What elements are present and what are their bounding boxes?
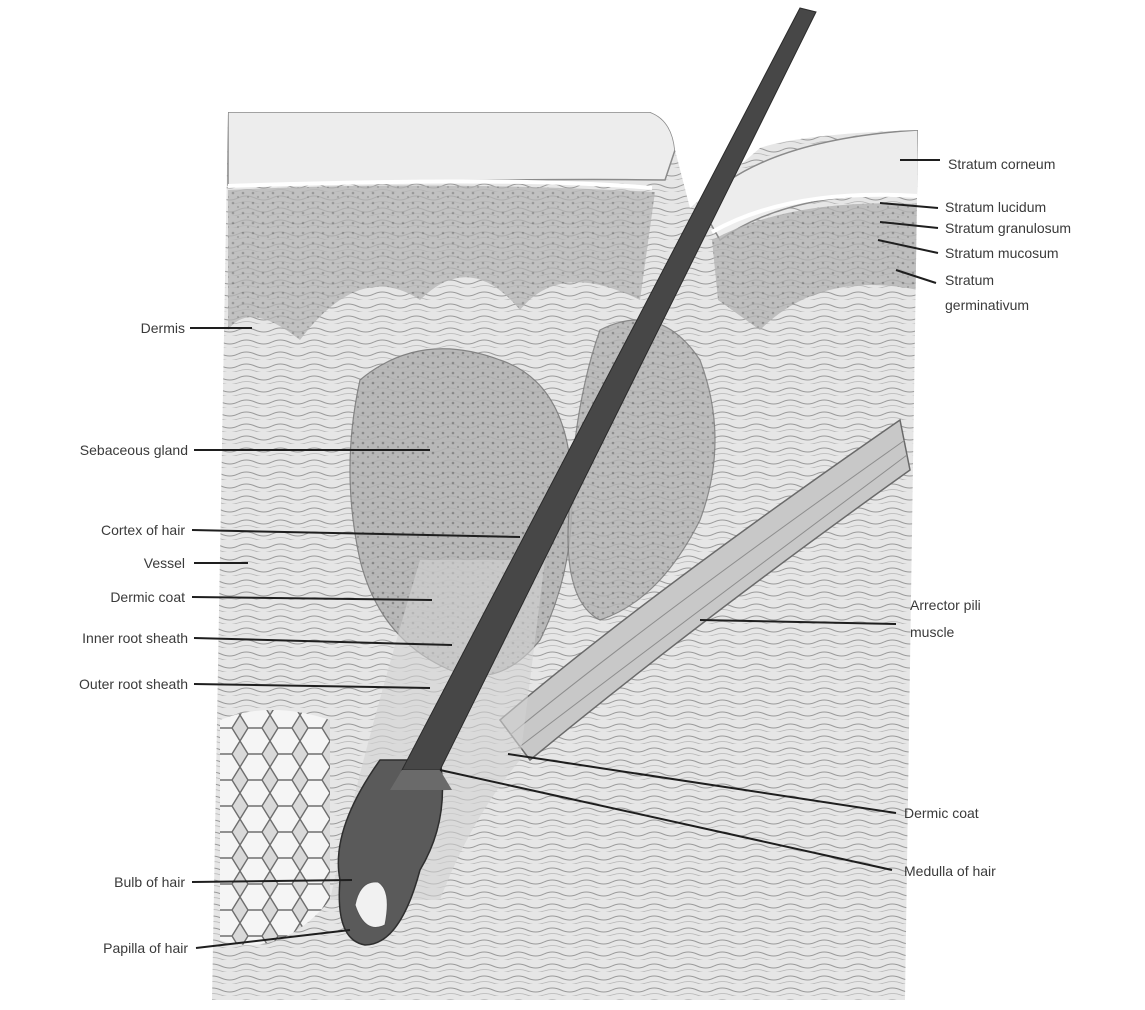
label-stratum-germinativum-line2: germinativum	[945, 297, 1029, 313]
label-dermic-coat-left: Dermic coat	[110, 589, 185, 605]
label-stratum-mucosum: Stratum mucosum	[945, 245, 1059, 261]
right-labels: Stratum corneum Stratum lucidum Stratum …	[904, 156, 1071, 879]
label-dermis: Dermis	[141, 320, 185, 336]
label-outer-root-sheath: Outer root sheath	[79, 676, 188, 692]
label-stratum-granulosum: Stratum granulosum	[945, 220, 1071, 236]
stratum-corneum-left-band	[228, 112, 675, 185]
label-medulla-of-hair: Medulla of hair	[904, 863, 996, 879]
left-labels: Dermis Sebaceous gland Cortex of hair Ve…	[79, 320, 188, 956]
adipose-cells	[220, 710, 330, 945]
label-sebaceous-gland: Sebaceous gland	[80, 442, 188, 458]
label-arrector-pili-line1: Arrector pili	[910, 597, 981, 613]
label-dermic-coat-right: Dermic coat	[904, 805, 979, 821]
label-inner-root-sheath: Inner root sheath	[82, 630, 188, 646]
label-bulb-of-hair: Bulb of hair	[114, 874, 185, 890]
label-arrector-pili-line2: muscle	[910, 624, 955, 640]
label-stratum-germinativum-line1: Stratum	[945, 272, 994, 288]
label-vessel: Vessel	[144, 555, 185, 571]
label-stratum-lucidum: Stratum lucidum	[945, 199, 1046, 215]
skin-tissue-block	[200, 100, 930, 1010]
label-cortex-of-hair: Cortex of hair	[101, 522, 185, 538]
label-stratum-corneum: Stratum corneum	[948, 156, 1055, 172]
label-papilla-of-hair: Papilla of hair	[103, 940, 188, 956]
